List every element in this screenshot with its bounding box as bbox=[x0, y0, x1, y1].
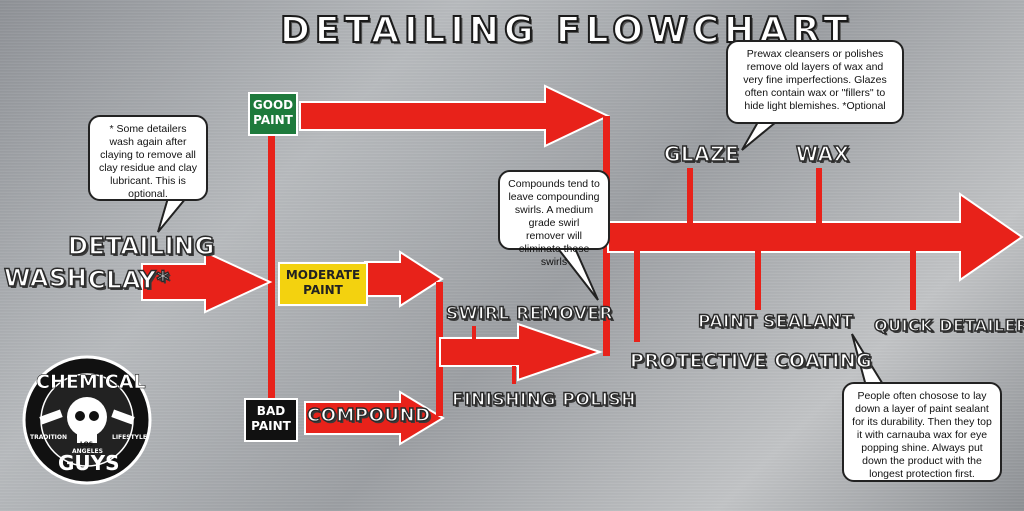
protection-arrow bbox=[607, 192, 1024, 282]
logo-top-text: CHEMICAL bbox=[36, 371, 146, 394]
good-paint-arrow bbox=[299, 84, 611, 148]
logo-badge-icon bbox=[22, 355, 152, 485]
clay-note-tail bbox=[157, 197, 189, 233]
logo-bottom-text: GUYS bbox=[58, 451, 120, 475]
moderate-paint-arrow bbox=[364, 250, 444, 308]
swirl-remover-label: SWIRL REMOVER bbox=[445, 303, 614, 324]
moderate-paint-box: MODERATE PAINT bbox=[278, 262, 368, 306]
clay-label: CLAY* bbox=[87, 265, 170, 294]
logo-left-text: TRADITION bbox=[30, 434, 68, 441]
quick-detailer-label: QUICK DETAILER bbox=[873, 315, 1024, 335]
detailing-label: DETAILING bbox=[67, 231, 215, 260]
good-paint-box: GOOD PAINT bbox=[248, 92, 298, 136]
compound-note-bubble: Compounds tend to leave compounding swir… bbox=[498, 170, 610, 268]
wax-tick bbox=[816, 168, 822, 224]
sealant-tick bbox=[755, 250, 761, 310]
logo-right-text: LIFESTYLE bbox=[112, 434, 147, 441]
logo-city-line1: LOS bbox=[80, 441, 94, 448]
swirl-tick bbox=[472, 326, 476, 340]
branch-connector-left bbox=[268, 108, 275, 408]
paint-sealant-label: PAINT SEALANT bbox=[697, 311, 854, 332]
clay-arrow bbox=[141, 250, 273, 314]
clay-note-bubble: * Some detailers wash again after clayin… bbox=[88, 115, 208, 201]
chemical-guys-logo: CHEMICAL GUYS TRADITION LIFESTYLE LOS AN… bbox=[22, 355, 152, 489]
wash-label: WASH bbox=[3, 263, 88, 292]
logo-city-line2: ANGELES bbox=[72, 448, 103, 455]
compound-arrow bbox=[304, 390, 445, 446]
prewax-note-bubble: Prewax cleansers or polishes remove old … bbox=[726, 40, 904, 124]
sealant-note-bubble: People often chosose to lay down a layer… bbox=[842, 382, 1002, 482]
coating-tick bbox=[634, 250, 640, 342]
compound-label: COMPOUND bbox=[306, 404, 431, 426]
prewax-note-tail bbox=[741, 121, 779, 151]
wax-label: WAX bbox=[795, 141, 850, 166]
polish-tick bbox=[512, 366, 516, 384]
protective-coating-label: PROTECTIVE COATING bbox=[629, 349, 873, 372]
swirl-polish-arrow bbox=[439, 322, 604, 382]
quick-detailer-tick bbox=[910, 250, 916, 310]
glaze-tick bbox=[687, 168, 693, 224]
finishing-polish-label: FINISHING POLISH bbox=[451, 389, 636, 410]
glaze-label: GLAZE bbox=[663, 141, 740, 166]
bad-paint-box: BAD PAINT bbox=[244, 398, 298, 442]
